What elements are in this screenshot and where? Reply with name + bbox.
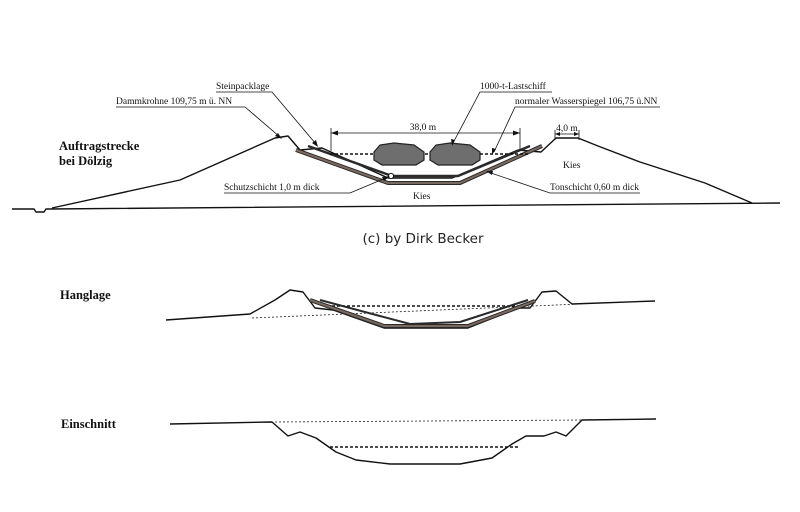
hillside-section: Hanglage (60, 288, 656, 329)
label-wasserspiegel: normaler Wasserspiegel 106,75 ü.NN (515, 97, 657, 107)
label-kies-bottom: Kies (413, 192, 431, 202)
arrow-schutzschicht (382, 176, 390, 181)
arrow-steinpacklage (312, 140, 318, 147)
dimension-38m-label: 38,0 m (410, 123, 437, 133)
arrow-lastschiff (451, 139, 455, 146)
label-schutzschicht: Schutzschicht 1,0 m dick (224, 183, 320, 193)
label-lastschiff: 1000-t-Lastschiff (480, 81, 547, 92)
cutting-original-ground (274, 419, 583, 423)
label-tonschicht: Tonschicht 0,60 m dick (550, 183, 639, 193)
cargo-ship-right (429, 142, 481, 166)
leader-tonschicht (487, 171, 640, 194)
label-dammkrohne: Dammkrohne 109,75 m ü. NN (116, 97, 232, 107)
leader-wasserspiegel (493, 106, 660, 153)
hillside-sealing-inner (309, 299, 536, 327)
dimension-4m-arrow-left (555, 132, 560, 136)
hillside-outline (165, 289, 656, 329)
arrow-tonschicht (486, 171, 493, 175)
cutting-outline (169, 418, 657, 465)
dimension-4m-arrow-right (574, 132, 579, 136)
hillside-stone-layer (319, 299, 529, 325)
embankment-ground-line (12, 202, 781, 213)
section-title-einschnitt: Einschnitt (61, 417, 117, 431)
clay-sealing-layer (295, 145, 543, 184)
dimension-4m-label: 4,0 m (556, 124, 578, 134)
section-title-auftragstrecke-line2: bei Dölzig (59, 154, 113, 168)
copyright-text: (c) by Dirk Becker (362, 231, 484, 247)
label-kies-right: Kies (563, 161, 581, 171)
section-title-auftragstrecke-line1: Auftragstrecke (59, 139, 140, 153)
section-title-hanglage: Hanglage (60, 288, 111, 302)
leader-steinpacklage (216, 91, 317, 145)
arrow-wasserspiegel (492, 148, 496, 155)
label-steinpacklage: Steinpacklage (216, 82, 269, 92)
leader-lastschiff (452, 91, 552, 144)
drain-pipe-circle (387, 172, 395, 180)
cargo-ship-left (373, 142, 425, 166)
leader-dammkrohne (116, 106, 281, 138)
leader-schutzschicht (224, 176, 389, 194)
cutting-section: Einschnitt (61, 417, 657, 465)
stone-packing-layer (307, 144, 531, 178)
dimension-38m-arrow-left (331, 130, 338, 136)
dimension-38m-arrow-right (513, 130, 520, 136)
embankment-section: 38,0 m 4,0 m Steinpacklage Dammkrohne 10… (12, 81, 781, 213)
arrow-dammkrohne (275, 133, 282, 139)
